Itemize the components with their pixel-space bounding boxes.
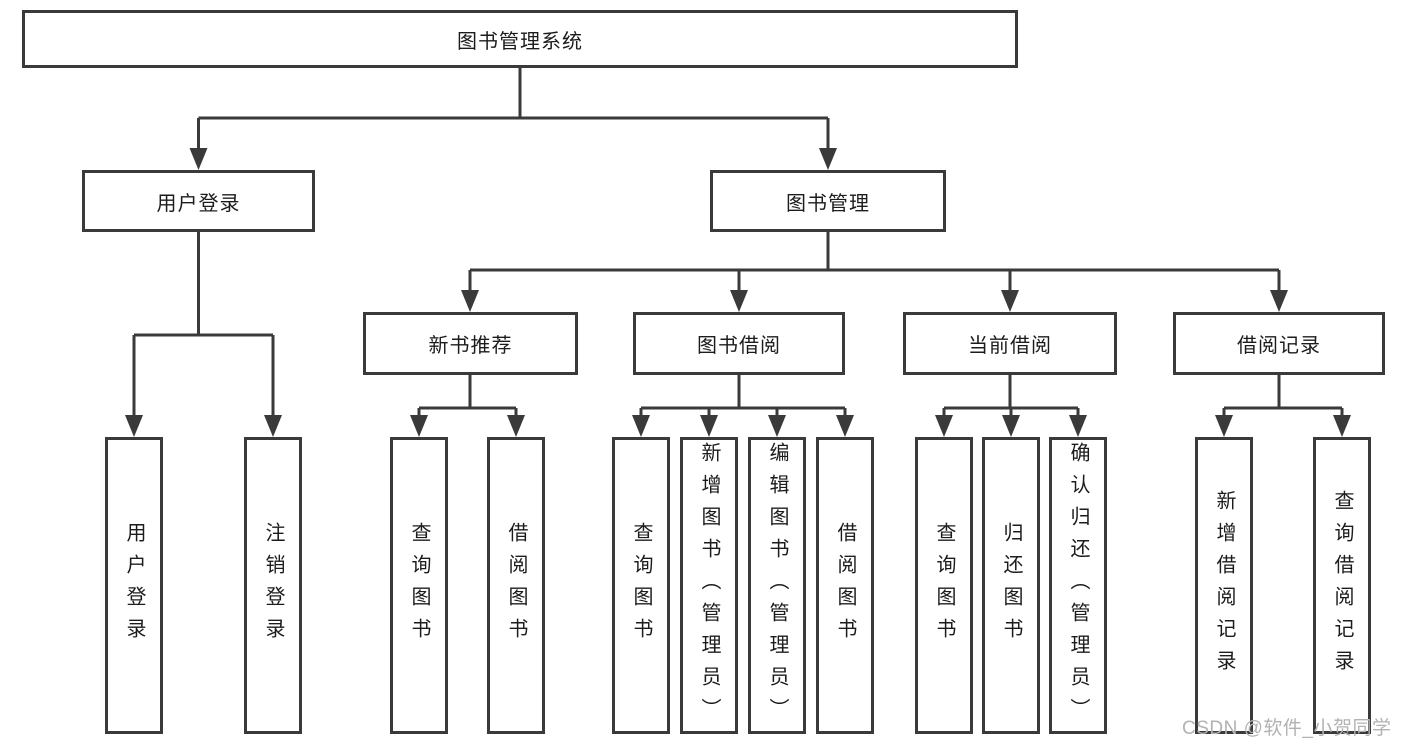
node-label: 用户登录 — [123, 521, 145, 650]
node-label: 借阅图书 — [834, 521, 856, 650]
arrowhead-icon — [730, 290, 748, 312]
node-user-login: 用户登录 — [82, 170, 315, 232]
node-label: 归还图书 — [1000, 521, 1022, 650]
node-leaf-borrow-books-recommend: 借阅图书 — [487, 437, 545, 734]
node-label: 查询图书 — [933, 521, 955, 650]
arrowhead-icon — [1002, 415, 1020, 437]
node-leaf-user-login: 用户登录 — [105, 437, 163, 734]
node-label: 注销登录 — [262, 521, 284, 650]
node-label: 借阅图书 — [505, 521, 527, 650]
node-label: 编辑图书（管理员） — [766, 441, 788, 730]
node-root-library-management-system: 图书管理系统 — [22, 10, 1018, 68]
node-label: 新增借阅记录 — [1213, 489, 1235, 682]
node-leaf-query-books-borrowing: 查询图书 — [612, 437, 670, 734]
node-label: 图书管理系统 — [457, 30, 583, 53]
node-current-borrowing: 当前借阅 — [903, 312, 1117, 375]
arrowhead-icon — [935, 415, 953, 437]
arrowhead-icon — [1069, 415, 1087, 437]
node-label: 查询图书 — [630, 521, 652, 650]
node-label: 查询借阅记录 — [1331, 489, 1353, 682]
node-label: 图书管理 — [786, 192, 870, 215]
node-label: 查询图书 — [408, 521, 430, 650]
node-leaf-query-books-recommend: 查询图书 — [390, 437, 448, 734]
arrowhead-icon — [264, 415, 282, 437]
node-book-management: 图书管理 — [710, 170, 946, 232]
node-label: 图书借阅 — [697, 335, 781, 357]
watermark-text: CSDN @软件_小贺同学 — [1182, 718, 1392, 739]
arrowhead-icon — [819, 148, 837, 170]
node-leaf-edit-books-admin: 编辑图书（管理员） — [748, 437, 806, 734]
node-leaf-query-books-current: 查询图书 — [915, 437, 973, 734]
node-leaf-query-borrow-record: 查询借阅记录 — [1313, 437, 1371, 734]
node-label: 确认归还（管理员） — [1067, 441, 1089, 730]
arrowhead-icon — [461, 290, 479, 312]
node-leaf-logout-login: 注销登录 — [244, 437, 302, 734]
node-leaf-return-books: 归还图书 — [982, 437, 1040, 734]
node-book-borrowing: 图书借阅 — [633, 312, 845, 375]
node-new-book-recommend: 新书推荐 — [363, 312, 578, 375]
node-leaf-confirm-return-admin: 确认归还（管理员） — [1049, 437, 1107, 734]
node-borrowing-records: 借阅记录 — [1173, 312, 1385, 375]
node-label: 借阅记录 — [1237, 335, 1321, 357]
node-leaf-borrow-books-borrowing: 借阅图书 — [816, 437, 874, 734]
node-leaf-add-borrow-record: 新增借阅记录 — [1195, 437, 1253, 734]
arrowhead-icon — [125, 415, 143, 437]
arrowhead-icon — [507, 415, 525, 437]
arrowhead-icon — [632, 415, 650, 437]
node-label: 新增图书（管理员） — [698, 441, 720, 730]
node-label: 用户登录 — [156, 192, 241, 215]
arrowhead-icon — [1270, 290, 1288, 312]
node-label: 当前借阅 — [968, 335, 1052, 357]
arrowhead-icon — [836, 415, 854, 437]
arrowhead-icon — [1001, 290, 1019, 312]
arrowhead-icon — [189, 148, 208, 170]
arrowhead-icon — [768, 415, 786, 437]
arrowhead-icon — [700, 415, 718, 437]
arrowhead-icon — [1215, 415, 1233, 437]
arrowhead-icon — [410, 415, 428, 437]
arrowhead-icon — [1333, 415, 1351, 437]
node-label: 新书推荐 — [428, 335, 513, 357]
node-leaf-add-books-admin: 新增图书（管理员） — [680, 437, 738, 734]
